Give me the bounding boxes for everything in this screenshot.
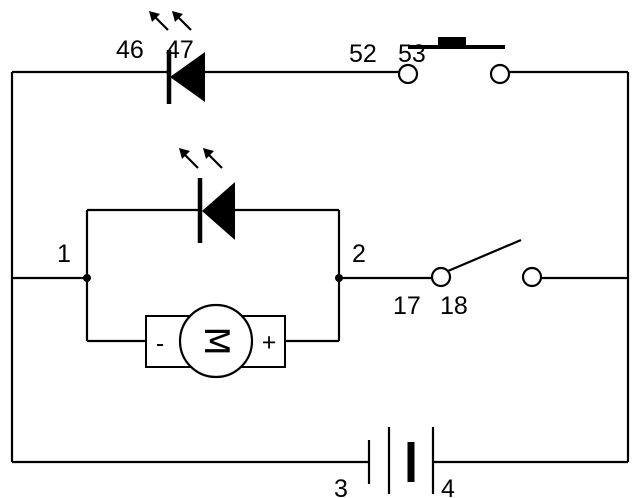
led-top [149,11,205,104]
label-17: 17 [393,292,421,320]
label-3: 3 [334,475,348,498]
label-46: 46 [116,36,144,64]
junction-node-2 [335,274,343,282]
motor-letter: M [196,326,236,355]
motor-minus-sign: - [156,330,164,358]
outer-wires [10,70,630,464]
motor: M - + [87,303,339,379]
label-4: 4 [441,475,455,498]
junction-node-1 [83,274,91,282]
label-52: 52 [349,40,377,68]
label-47: 47 [166,36,194,64]
label-18: 18 [440,292,468,320]
label-1: 1 [57,240,71,268]
terminal-labels: 46 47 52 53 1 2 17 18 3 4 [57,36,468,498]
motor-plus-sign: + [262,329,277,357]
push-button [397,37,511,85]
middle-wires [12,274,628,282]
label-2: 2 [352,240,366,268]
label-53: 53 [398,40,426,68]
led-middle-light-arrows-icon [179,148,223,169]
battery [367,427,435,494]
led-top-light-arrows-icon [149,11,192,31]
toggle-switch [430,238,543,288]
